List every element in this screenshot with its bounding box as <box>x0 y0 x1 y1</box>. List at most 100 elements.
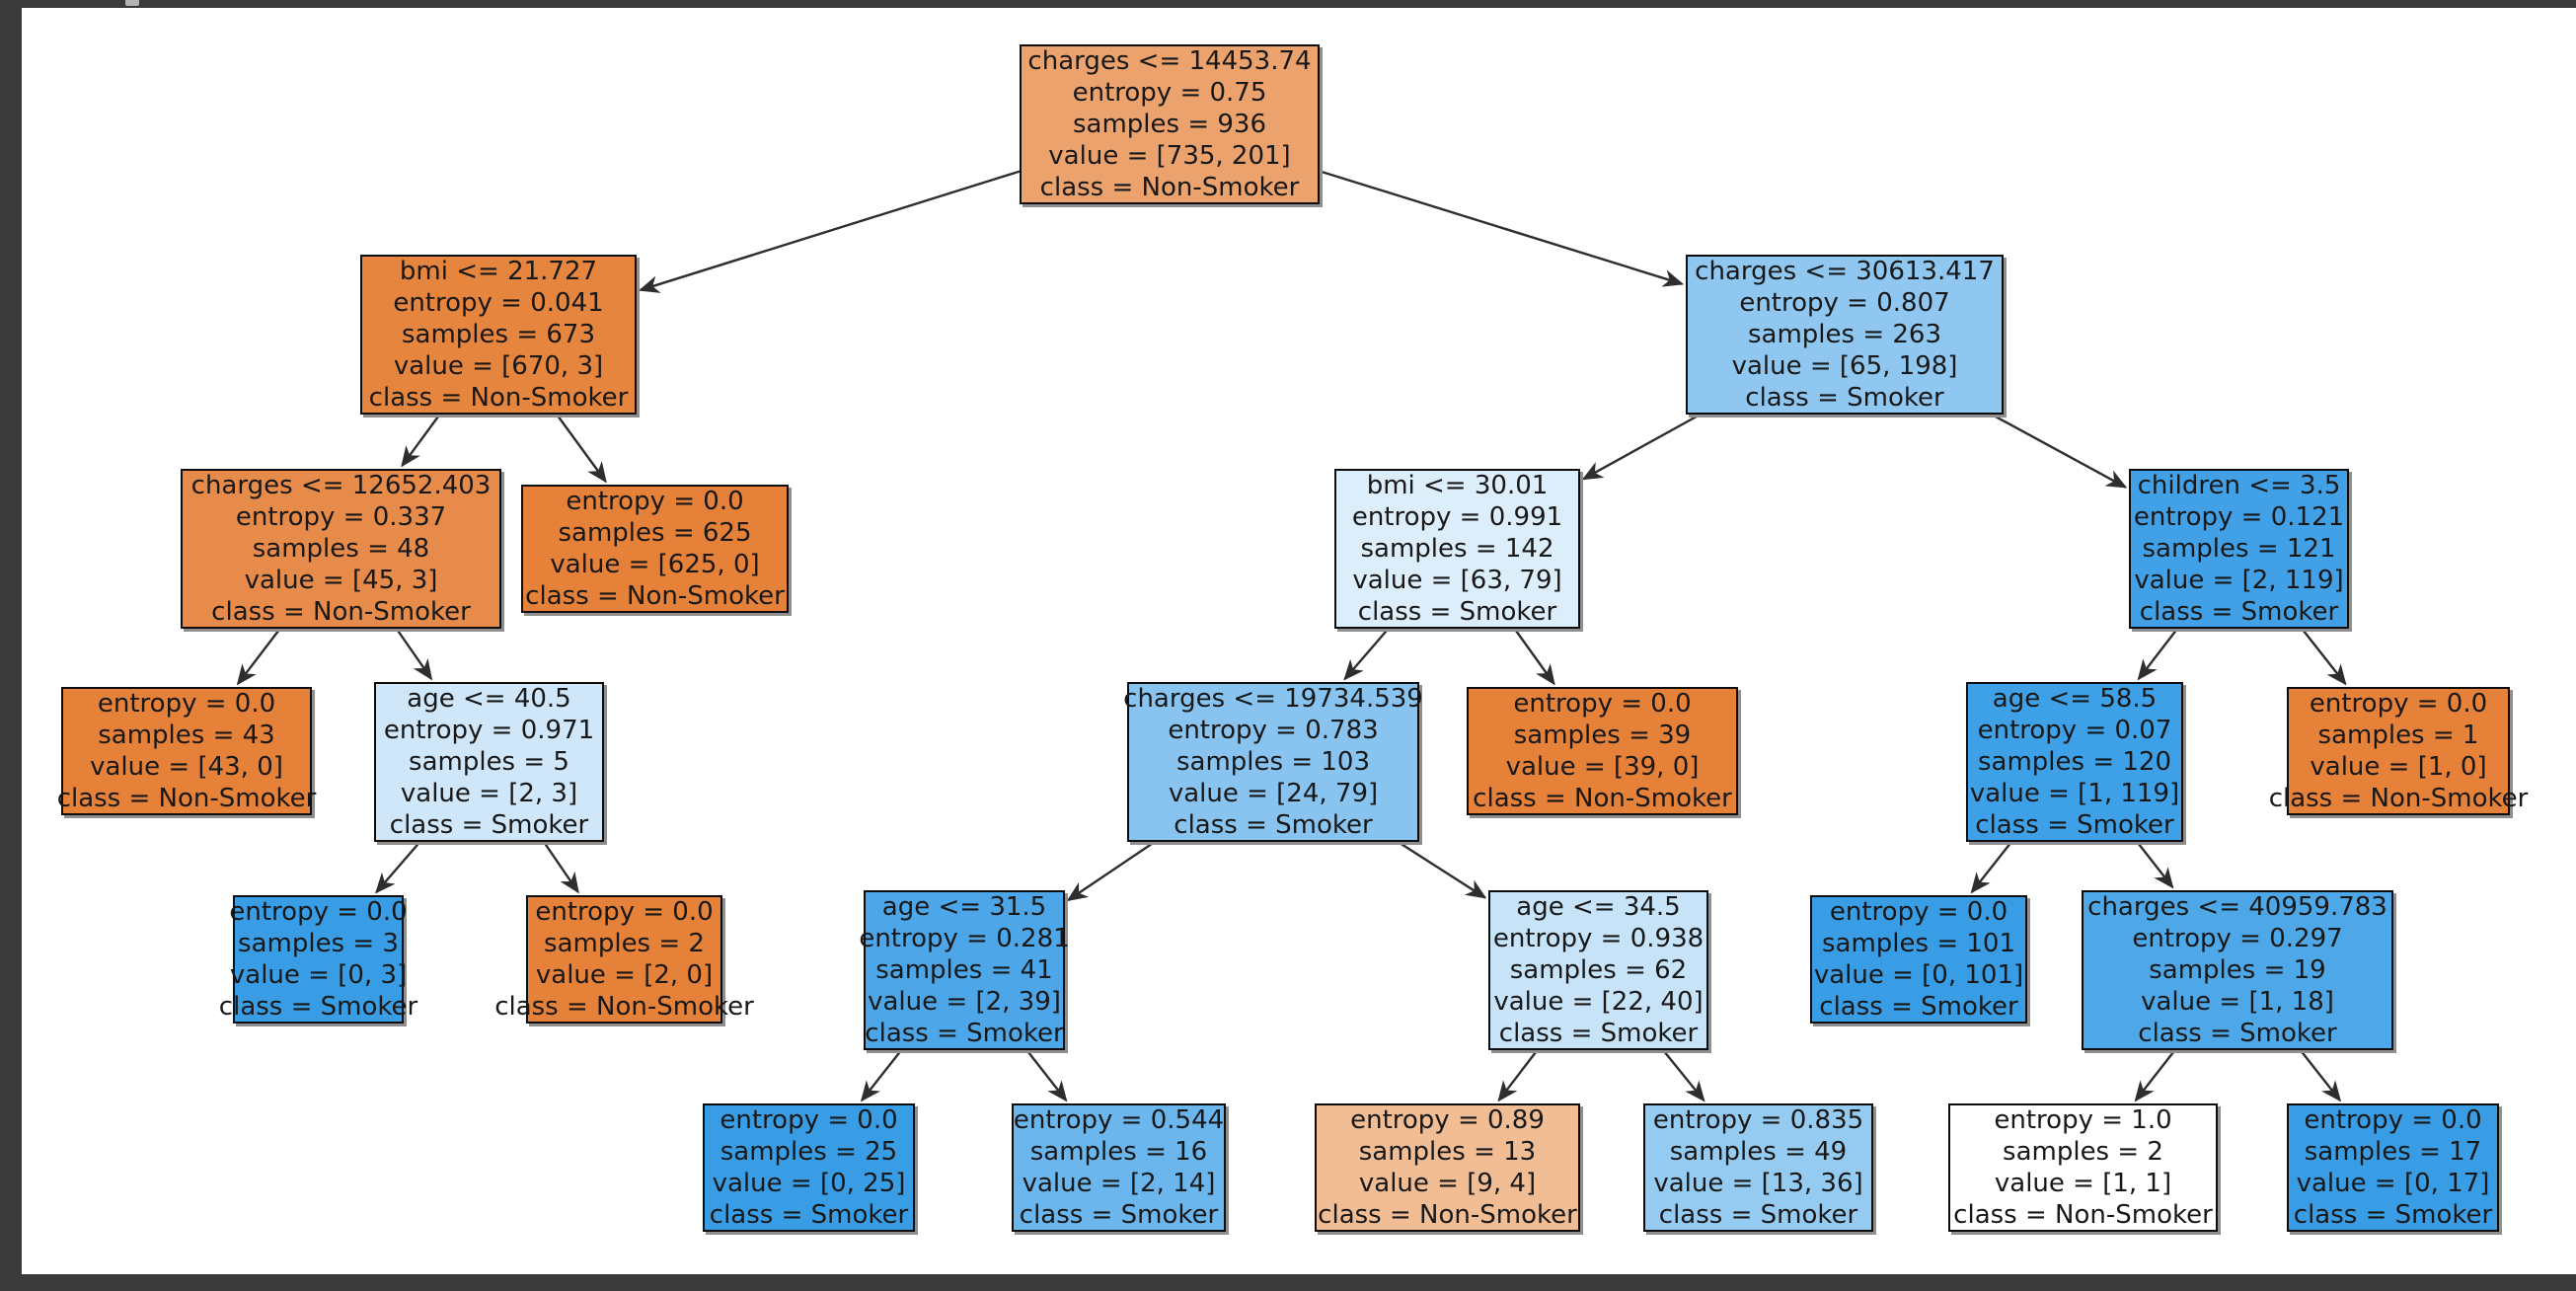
tree-edge-n16-n21 <box>1497 1049 1539 1102</box>
node-line: value = [1, 0] <box>2310 752 2487 782</box>
plot-canvas <box>22 8 2576 1274</box>
window-frame-left <box>0 0 22 1291</box>
node-line: samples = 1 <box>2317 721 2479 750</box>
tree-edge-n15-n19 <box>860 1049 903 1102</box>
node-line: value = [13, 36] <box>1653 1169 1863 1198</box>
node-line: samples = 2 <box>2003 1137 2163 1167</box>
node-line: entropy = 0.121 <box>2133 502 2345 532</box>
node-line: age <= 58.5 <box>1992 684 2158 714</box>
node-line: class = Non-Smoker <box>1318 1200 1577 1230</box>
node-line: value = [1, 18] <box>2141 987 2334 1017</box>
node-line: samples = 19 <box>2149 955 2326 985</box>
node-line: samples = 103 <box>1175 747 1370 777</box>
node-line: entropy = 0.835 <box>1652 1105 1864 1135</box>
node-line: samples = 101 <box>1821 929 2015 958</box>
tree-edge-n0-n2 <box>1319 170 1685 287</box>
node-line: value = [2, 14] <box>1022 1169 1216 1198</box>
node-line: class = Smoker <box>218 992 418 1022</box>
node-line: class = Smoker <box>389 810 589 840</box>
node-line: bmi <= 30.01 <box>1366 471 1549 500</box>
tree-edge-n18-n23 <box>2134 1049 2176 1102</box>
node-line: value = [625, 0] <box>550 550 760 579</box>
node-line: samples = 13 <box>1358 1137 1537 1167</box>
node-line: entropy = 0.0 <box>1829 897 2008 927</box>
node-line: entropy = 0.337 <box>235 502 447 532</box>
node-line: charges <= 30613.417 <box>1695 257 1995 286</box>
node-line: bmi <= 21.727 <box>399 257 598 286</box>
node-line: samples = 39 <box>1513 721 1692 750</box>
node-line: value = [2, 3] <box>400 779 578 808</box>
node-line: class = Smoker <box>1658 1200 1858 1230</box>
node-line: entropy = 0.0 <box>720 1105 898 1135</box>
node-line: charges <= 14453.74 <box>1027 46 1312 76</box>
node-line: value = [0, 101] <box>1813 960 2024 990</box>
node-line: value = [63, 79] <box>1352 566 1562 595</box>
node-line: samples = 121 <box>2142 534 2336 564</box>
tree-edge-n15-n20 <box>1025 1049 1068 1102</box>
node-line: class = Smoker <box>1019 1200 1219 1230</box>
node-line: samples = 2 <box>544 929 705 958</box>
node-line: class = Smoker <box>1357 597 1557 627</box>
node-line: entropy = 0.07 <box>1977 716 2172 745</box>
tree-edge-n1-n3 <box>401 414 441 468</box>
tree-edge-n2-n6 <box>1991 413 2128 489</box>
tree-edge-n5-n10 <box>1513 628 1555 686</box>
tree-edge-n9-n15 <box>1066 841 1156 902</box>
node-line: class = Smoker <box>1975 810 2174 840</box>
node-line: samples = 142 <box>1360 534 1554 564</box>
node-line: entropy = 0.041 <box>393 288 604 318</box>
node-line: samples = 3 <box>238 929 399 958</box>
node-line: class = Non-Smoker <box>1953 1200 2213 1230</box>
tree-edge-n8-n14 <box>542 841 579 894</box>
node-line: samples = 673 <box>401 320 595 349</box>
node-line: samples = 17 <box>2304 1137 2482 1167</box>
node-line: class = Non-Smoker <box>2268 784 2529 813</box>
tree-edge-n3-n8 <box>395 628 433 681</box>
node-line: samples = 5 <box>409 747 569 777</box>
node-line: entropy = 1.0 <box>1994 1105 2172 1135</box>
node-line: samples = 43 <box>98 721 275 750</box>
window-frame-handle <box>125 0 139 6</box>
node-line: children <= 3.5 <box>2137 471 2341 500</box>
node-line: class = Non-Smoker <box>368 383 629 413</box>
node-line: samples = 936 <box>1072 110 1266 139</box>
node-line: class = Non-Smoker <box>56 784 317 813</box>
tree-edge-n6-n12 <box>2301 628 2347 686</box>
node-line: entropy = 0.544 <box>1013 1105 1225 1135</box>
tree-edge-n6-n11 <box>2137 628 2179 681</box>
node-line: class = Non-Smoker <box>1473 784 1732 813</box>
node-line: value = [0, 3] <box>229 960 408 990</box>
node-line: samples = 120 <box>1977 747 2171 777</box>
tree-edge-n3-n7 <box>236 628 281 686</box>
node-line: entropy = 0.0 <box>1513 689 1692 719</box>
node-line: samples = 49 <box>1669 1137 1848 1167</box>
window-frame-top <box>0 0 2576 8</box>
node-line: entropy = 0.297 <box>2132 924 2343 953</box>
node-line: class = Smoker <box>2139 597 2339 627</box>
node-line: entropy = 0.971 <box>383 716 595 745</box>
node-line: value = [2, 39] <box>868 987 1061 1017</box>
node-line: entropy = 0.0 <box>229 897 408 927</box>
node-line: entropy = 0.281 <box>859 924 1070 953</box>
node-line: value = [2, 0] <box>535 960 714 990</box>
